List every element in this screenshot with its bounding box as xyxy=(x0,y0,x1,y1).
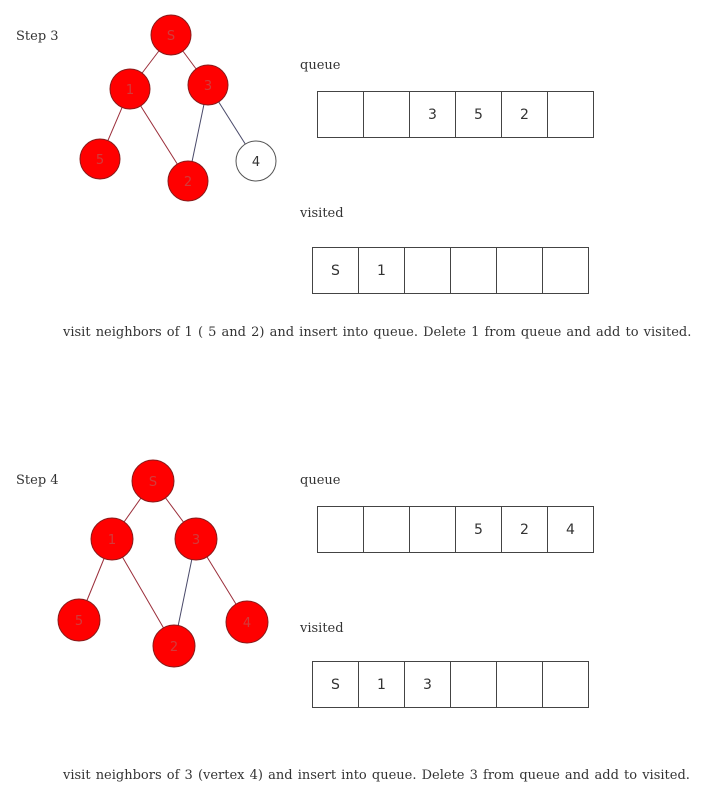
node-S: S xyxy=(131,459,175,503)
node-label-3: 3 xyxy=(192,533,200,548)
node-S: S xyxy=(150,14,192,56)
node-circle-5 xyxy=(57,598,101,642)
node-circle-2 xyxy=(152,624,196,668)
node-label-5: 5 xyxy=(96,153,104,168)
node-1: 1 xyxy=(90,517,134,561)
node-circle-3 xyxy=(174,517,218,561)
node-circle-4 xyxy=(235,140,277,182)
visited-cell: S xyxy=(312,661,359,708)
visited-cell: 3 xyxy=(404,661,451,708)
node-label-4: 4 xyxy=(252,155,260,170)
step-4-visited-label: visited xyxy=(300,621,344,636)
step-4-caption: visit neighbors of 3 (vertex 4) and inse… xyxy=(63,768,690,783)
node-label-2: 2 xyxy=(170,640,178,655)
node-circle-S xyxy=(150,14,192,56)
queue-cell: 3 xyxy=(409,91,456,138)
node-4: 4 xyxy=(235,140,277,182)
node-label-S: S xyxy=(149,475,157,490)
queue-cell: 4 xyxy=(547,506,594,553)
visited-cell xyxy=(542,247,589,294)
queue-cell xyxy=(363,91,410,138)
visited-cell xyxy=(450,661,497,708)
step-3-graph: S 1 3 5 2 4 xyxy=(79,14,277,202)
visited-cell xyxy=(496,661,543,708)
step-3-queue-label: queue xyxy=(300,58,341,73)
node-2: 2 xyxy=(167,160,209,202)
visited-cell xyxy=(496,247,543,294)
node-5: 5 xyxy=(79,138,121,180)
node-2: 2 xyxy=(152,624,196,668)
queue-cell xyxy=(409,506,456,553)
node-3: 3 xyxy=(174,517,218,561)
visited-cell: 1 xyxy=(358,247,405,294)
queue-cell: 5 xyxy=(455,506,502,553)
visited-cell xyxy=(542,661,589,708)
queue-cell xyxy=(363,506,410,553)
node-circle-5 xyxy=(79,138,121,180)
node-label-1: 1 xyxy=(126,83,134,98)
step-3-caption: visit neighbors of 1 ( 5 and 2) and inse… xyxy=(63,325,692,340)
node-label-S: S xyxy=(167,29,175,44)
node-4: 4 xyxy=(225,600,269,644)
step-4-graph: S 1 3 5 2 4 xyxy=(57,459,269,668)
queue-cell xyxy=(317,91,364,138)
queue-cell: 2 xyxy=(501,91,548,138)
node-circle-2 xyxy=(167,160,209,202)
queue-cell: 2 xyxy=(501,506,548,553)
visited-cell xyxy=(404,247,451,294)
node-label-3: 3 xyxy=(204,79,212,94)
node-label-1: 1 xyxy=(108,533,116,548)
visited-cell: 1 xyxy=(358,661,405,708)
node-3: 3 xyxy=(187,64,229,106)
node-circle-3 xyxy=(187,64,229,106)
node-circle-S xyxy=(131,459,175,503)
node-label-2: 2 xyxy=(184,175,192,190)
node-circle-1 xyxy=(90,517,134,561)
step-4-label: Step 4 xyxy=(16,473,59,488)
step-4-queue-label: queue xyxy=(300,473,341,488)
queue-cell: 5 xyxy=(455,91,502,138)
node-5: 5 xyxy=(57,598,101,642)
queue-cell xyxy=(547,91,594,138)
visited-cell xyxy=(450,247,497,294)
node-circle-4 xyxy=(225,600,269,644)
visited-cell: S xyxy=(312,247,359,294)
step-3-visited-label: visited xyxy=(300,206,344,221)
node-label-5: 5 xyxy=(75,614,83,629)
node-label-4: 4 xyxy=(243,616,251,631)
step-3-label: Step 3 xyxy=(16,29,59,44)
node-circle-1 xyxy=(109,68,151,110)
queue-cell xyxy=(317,506,364,553)
node-1: 1 xyxy=(109,68,151,110)
